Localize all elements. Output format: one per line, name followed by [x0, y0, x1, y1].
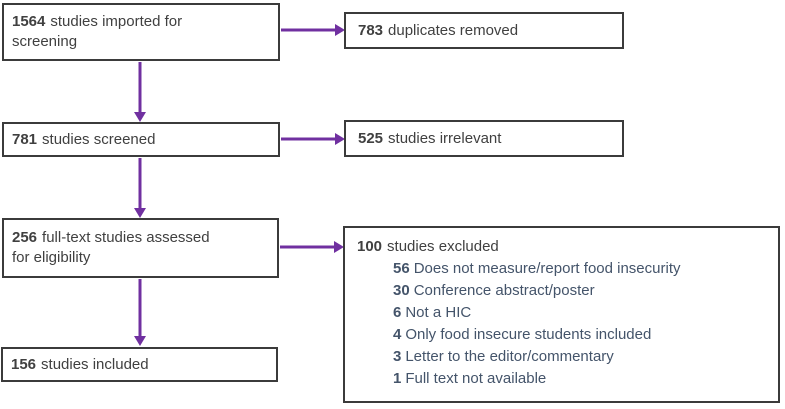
reason-count: 30	[393, 282, 410, 299]
imported-count: 1564	[12, 13, 46, 30]
reason-count: 56	[393, 260, 410, 277]
duplicates-count: 783	[358, 21, 384, 39]
reason-label: Letter to the editor/commentary	[405, 348, 614, 365]
reason-count: 1	[393, 370, 402, 387]
arrow-fulltext-to-included	[134, 279, 146, 346]
arrow-screened-to-fulltext	[134, 158, 146, 218]
screened-count: 781	[12, 130, 38, 148]
arrow-screened-to-irrelevant	[281, 133, 345, 145]
arrow-imported-to-duplicates	[281, 24, 345, 36]
reason-label: Does not measure/report food insecurity	[413, 260, 681, 277]
reason-label: Conference abstract/poster	[413, 282, 595, 299]
reason-count: 4	[393, 326, 402, 343]
arrow-imported-to-screened	[134, 62, 146, 122]
included-label: studies included	[41, 355, 149, 373]
reason-count: 6	[393, 304, 402, 321]
reason-label: Only food insecure students included	[405, 326, 652, 343]
reason-label: Full text not available	[405, 370, 547, 387]
irrelevant-label: studies irrelevant	[388, 129, 502, 147]
duplicates-label: duplicates removed	[388, 21, 519, 39]
imported-label: studies imported for screening	[12, 13, 183, 50]
fulltext-label: full-text studies assessed for eligibili…	[12, 229, 210, 266]
included-count: 156	[11, 355, 37, 373]
reason-label: Not a HIC	[405, 304, 472, 321]
fulltext-count: 256	[12, 229, 38, 246]
irrelevant-count: 525	[358, 129, 384, 147]
excluded-label: studies excluded	[387, 238, 499, 255]
excluded-count: 100	[357, 238, 383, 255]
reason-count: 3	[393, 348, 402, 365]
arrow-fulltext-to-excluded	[280, 241, 344, 253]
screened-label: studies screened	[42, 130, 156, 148]
